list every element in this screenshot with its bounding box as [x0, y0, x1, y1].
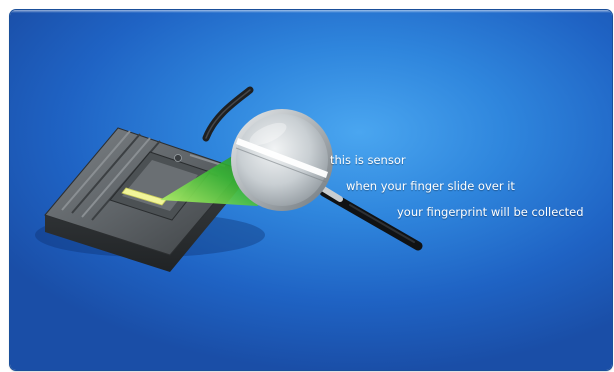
caption-slide: when your finger slide over it: [346, 179, 515, 193]
caption-sensor: this is sensor: [330, 153, 406, 167]
sensor-illustration: [10, 10, 612, 370]
tutorial-panel: this is sensor when your finger slide ov…: [10, 10, 612, 370]
caption-collected: your fingerprint will be collected: [397, 205, 584, 219]
